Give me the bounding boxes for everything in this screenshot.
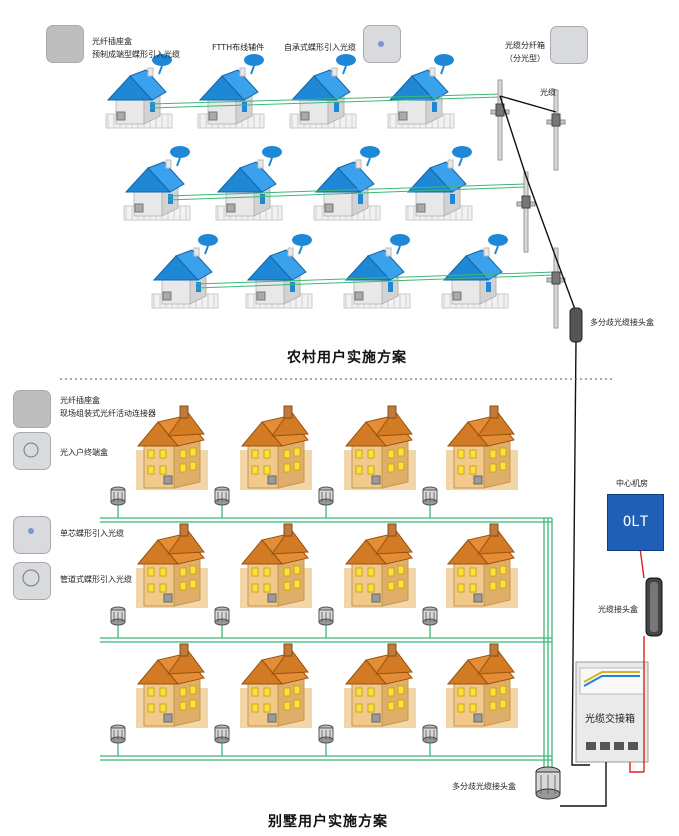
- rural-socket-box-label: 光纤插座盒: [92, 37, 132, 46]
- villa-house: [239, 405, 313, 491]
- villa-house: [445, 405, 519, 491]
- entry-terminal-legend: [13, 432, 51, 470]
- villa-joint-drum: [535, 766, 561, 800]
- rural-multi-joint-label: 多分歧光缆接头盒: [590, 318, 654, 327]
- duct-cable-legend: [13, 562, 51, 600]
- rural-poles: [490, 79, 566, 329]
- central-joint-box-label: 光缆接头盒: [598, 605, 638, 614]
- villa-house: [135, 643, 209, 729]
- olt-box: OLT: [607, 494, 664, 551]
- terminal-drum: [422, 724, 438, 744]
- self-support-cable-label: 自承式蝶形引入光缆: [284, 43, 356, 52]
- terminal-drum: [422, 486, 438, 506]
- rural-house: [343, 233, 411, 309]
- splitter-type-label: （分光型）: [505, 54, 545, 63]
- villa-duct-lines: [100, 500, 553, 770]
- villa-multi-joint-label: 多分歧光缆接头盒: [452, 782, 516, 791]
- rural-prefab-cable-label: 预制成端型蝶形引入光缆: [92, 50, 180, 59]
- rural-house: [313, 145, 381, 221]
- terminal-drum: [214, 724, 230, 744]
- trunk-cable: [499, 95, 590, 766]
- single-core-cable-label: 单芯蝶形引入光缆: [60, 529, 124, 538]
- rural-socket-box-legend: [46, 25, 84, 63]
- villa-title: 别墅用户实施方案: [268, 814, 388, 830]
- cabinet-cables: [560, 547, 645, 807]
- terminal-drum: [214, 606, 230, 626]
- joint-box-central: [645, 577, 663, 637]
- villa-house: [343, 405, 417, 491]
- ftth-fittings-label: FTTH布线辅件: [212, 43, 265, 52]
- terminal-drum: [214, 486, 230, 506]
- self-support-cable-legend: [363, 25, 401, 63]
- cable-cabinet: [575, 661, 649, 763]
- rural-house: [387, 53, 455, 129]
- terminal-drum: [110, 486, 126, 506]
- villa-house: [343, 523, 417, 609]
- rural-title: 农村用户实施方案: [287, 350, 407, 366]
- villa-socket-box-label: 光纤插座盒: [60, 396, 100, 405]
- rural-house: [441, 233, 509, 309]
- villa-socket-box-legend: [13, 390, 51, 428]
- terminal-drum: [110, 606, 126, 626]
- terminal-drum: [110, 724, 126, 744]
- terminal-drum: [318, 486, 334, 506]
- duct-cable-label: 管道式蝶形引入光缆: [60, 575, 132, 584]
- splitter-box-legend: [550, 26, 588, 64]
- entry-terminal-label: 光入户终端盒: [60, 448, 108, 457]
- villa-house: [135, 523, 209, 609]
- terminal-drum: [318, 724, 334, 744]
- villa-house: [239, 643, 313, 729]
- rural-house: [245, 233, 313, 309]
- field-connector-label: 现场组装式光纤活动连接器: [60, 409, 156, 418]
- olt-label: OLT: [622, 514, 649, 530]
- cabinet-label: 光缆交接箱: [585, 714, 635, 725]
- rural-houses: [105, 53, 509, 309]
- splitter-box-label: 光缆分纤箱: [505, 41, 545, 50]
- rural-house: [215, 145, 283, 221]
- cable-label: 光缆: [540, 88, 556, 97]
- terminal-drum: [422, 606, 438, 626]
- villa-house: [445, 643, 519, 729]
- multi-joint-box-rural: [569, 307, 583, 343]
- terminal-drum: [318, 606, 334, 626]
- rural-house: [197, 53, 265, 129]
- utility-pole: [546, 89, 566, 171]
- single-core-cable-legend: [13, 516, 51, 554]
- rural-house: [289, 53, 357, 129]
- central-room-label: 中心机房: [616, 479, 648, 488]
- villa-house: [239, 523, 313, 609]
- rural-house: [105, 53, 173, 129]
- villa-house: [445, 523, 519, 609]
- rural-drop-cables: [149, 93, 556, 289]
- utility-pole: [490, 79, 510, 161]
- villa-houses: [135, 405, 519, 729]
- rural-house: [405, 145, 473, 221]
- rural-house: [123, 145, 191, 221]
- rural-house: [151, 233, 219, 309]
- villa-house: [343, 643, 417, 729]
